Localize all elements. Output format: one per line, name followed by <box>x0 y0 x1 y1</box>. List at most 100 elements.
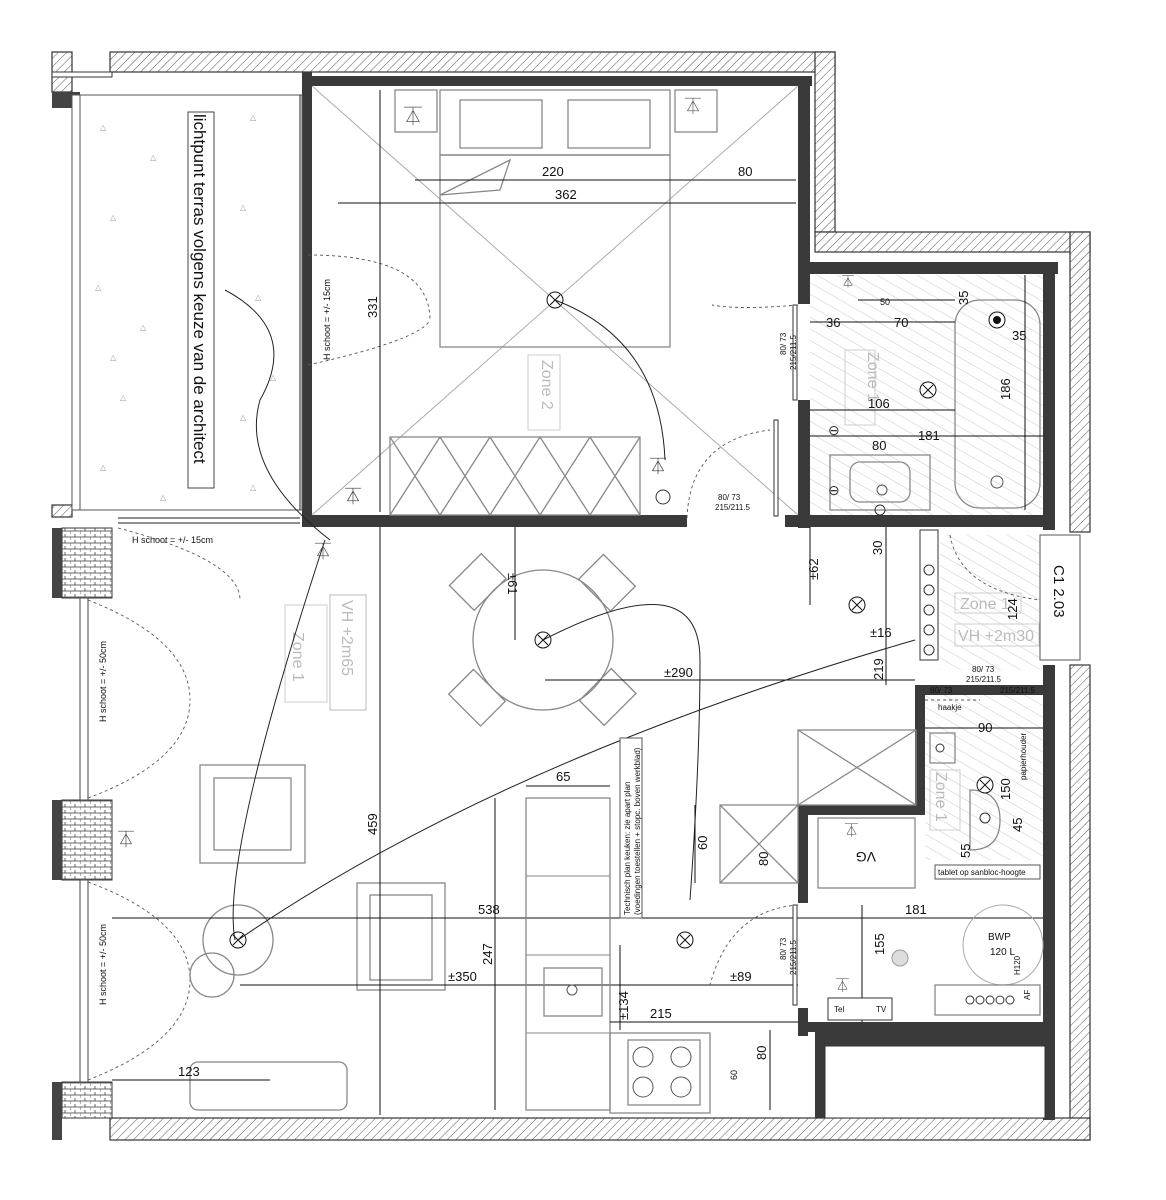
dim-362: 362 <box>555 187 577 202</box>
tv-outlet: TV <box>876 1005 887 1014</box>
terrace-light-note: lichtpunt terras volgens keuze van de ar… <box>190 114 209 464</box>
bedroom-door-size: 80/ 73 <box>718 493 741 502</box>
bathroom: Zone 1 36 70 50 35 35 106 181 80 186 ⏄ ⊖… <box>711 274 1043 516</box>
svg-text:⊖: ⊖ <box>828 482 840 498</box>
kitchen: Technisch plan keuken: zie apart plan (v… <box>480 729 917 1114</box>
svg-text:△: △ <box>250 483 257 492</box>
dim-186: 186 <box>998 378 1013 400</box>
bwp-size: 120 L <box>990 947 1015 958</box>
inner-walls <box>302 72 1058 1120</box>
svg-text:⏄: ⏄ <box>118 831 134 849</box>
dim-35a: 35 <box>956 291 971 305</box>
svg-text:⏄: ⏄ <box>650 458 666 476</box>
svg-text:△: △ <box>160 493 167 502</box>
zone-2-label: Zone 2 <box>538 360 555 410</box>
dim-290: ±290 <box>664 665 693 680</box>
dim-220: 220 <box>542 164 564 179</box>
svg-text:⏄: ⏄ <box>345 488 361 506</box>
svg-text:△: △ <box>240 203 247 212</box>
paper-holder-label: papierhouder <box>1019 733 1028 780</box>
svg-text:⏄: ⏄ <box>836 978 849 993</box>
svg-text:△: △ <box>140 323 147 332</box>
bedroom: ⏄ ⏄ Zone 2 220 80 362 331 ⏄ ⏄ 80/ 73 215… <box>224 85 799 541</box>
svg-text:⏄: ⏄ <box>842 274 854 289</box>
dim-215: 215 <box>650 1006 672 1021</box>
wc-door-height: 215/211.5 <box>1000 686 1036 695</box>
dim-80-top: 80 <box>738 164 752 179</box>
dim-45: 45 <box>1010 818 1025 832</box>
dim-70: 70 <box>894 315 908 330</box>
living-room: VH +2m65 Zone 1 459 538 ±350 ±290 ±61 12… <box>112 527 916 1115</box>
svg-text:△: △ <box>150 153 157 162</box>
terrace-door-sill-note-top: H schoot = +/- 15cm <box>322 279 332 360</box>
storage-door-height: 215/211.5 <box>789 939 798 975</box>
dim-134: ±134 <box>616 991 631 1020</box>
dim-90: 90 <box>978 720 992 735</box>
hall-height-label: VH +2m30 <box>958 628 1034 645</box>
dim-150: 150 <box>998 778 1013 800</box>
svg-text:△: △ <box>110 213 117 222</box>
svg-text:△: △ <box>100 463 107 472</box>
dim-35b: 35 <box>1012 328 1026 343</box>
storage-door-size: 80/ 73 <box>779 937 788 960</box>
dim-36: 36 <box>826 315 840 330</box>
dim-181-bath: 181 <box>918 428 940 443</box>
dim-155: 155 <box>872 933 887 955</box>
dim-459: 459 <box>365 813 380 835</box>
dim-62: ±62 <box>806 558 821 580</box>
dim-80-bottom: 80 <box>754 1046 769 1060</box>
dim-65: 65 <box>556 769 570 784</box>
kitchen-note-2: (voedingen toestellen + stopc. boven wer… <box>633 747 642 915</box>
tablet-label: tablet op sanbloc-hoogte <box>938 868 1026 877</box>
terrace-door-sill-note: H schoot = +/- 15cm <box>132 535 213 545</box>
dim-219: 219 <box>871 658 886 680</box>
wc-zone-label: Zone 1 <box>932 772 949 822</box>
svg-text:⏄: ⏄ <box>315 543 331 561</box>
dim-350: ±350 <box>448 969 477 984</box>
dim-60-kitchen: 60 <box>695 836 710 850</box>
tel-outlet: Tel <box>834 1005 844 1014</box>
wc: haakje Zone 1 90 150 45 55 papierhouder … <box>925 686 1043 880</box>
dim-60-bottom: 60 <box>729 1070 739 1080</box>
dim-80-kitchen: 80 <box>756 852 771 866</box>
af-label: AF <box>1023 990 1032 1000</box>
wc-door-size: 80/ 73 <box>930 686 953 695</box>
svg-text:△: △ <box>255 293 262 302</box>
room-code: C1 2.03 <box>1050 565 1067 618</box>
window-sill-note-b: H schoot = +/- 50cm <box>98 924 108 1005</box>
bath-zone-label: Zone 1 <box>864 352 881 402</box>
svg-text:⊖: ⊖ <box>828 422 840 438</box>
svg-text:△: △ <box>120 393 127 402</box>
svg-text:⏄: ⏄ <box>404 107 422 127</box>
svg-text:△: △ <box>95 283 102 292</box>
dim-247: 247 <box>480 943 495 965</box>
bath-door-size: 80/ 73 <box>779 332 788 355</box>
vg-label: VG <box>856 849 876 865</box>
dim-89: ±89 <box>730 969 752 984</box>
terrace: △△△ △△△ △△△ △△△ △△△ lichtpunt terras vol… <box>71 94 303 511</box>
hall-door-height: 215/211.5 <box>966 675 1002 684</box>
outer-walls <box>51 51 1091 1141</box>
zone-1-height: VH +2m65 <box>338 600 355 676</box>
svg-text:△: △ <box>110 353 117 362</box>
svg-text:△: △ <box>270 373 277 382</box>
dim-50: 50 <box>880 297 890 307</box>
svg-text:△: △ <box>240 413 247 422</box>
hook-label: haakje <box>938 703 962 712</box>
dim-16: ±16 <box>870 625 892 640</box>
svg-text:△: △ <box>250 113 257 122</box>
dim-124: 124 <box>1005 598 1020 620</box>
hall-zone-label: Zone 1 <box>960 596 1010 613</box>
left-windows: H schoot = +/- 50cm H schoot = +/- 50cm … <box>79 254 431 1083</box>
svg-text:⏄: ⏄ <box>685 98 701 116</box>
bedroom-door-height: 215/211.5 <box>715 503 751 512</box>
kitchen-note-1: Technisch plan keuken: zie apart plan <box>623 782 632 915</box>
hall-door-size: 80/ 73 <box>972 665 995 674</box>
window-sill-note-a: H schoot = +/- 50cm <box>98 641 108 722</box>
dim-80-bath: 80 <box>872 438 886 453</box>
dim-538: 538 <box>478 902 500 917</box>
dim-106: 106 <box>868 396 890 411</box>
bwp-label: BWP <box>988 932 1011 943</box>
bwp-height: H120 <box>1013 955 1022 975</box>
